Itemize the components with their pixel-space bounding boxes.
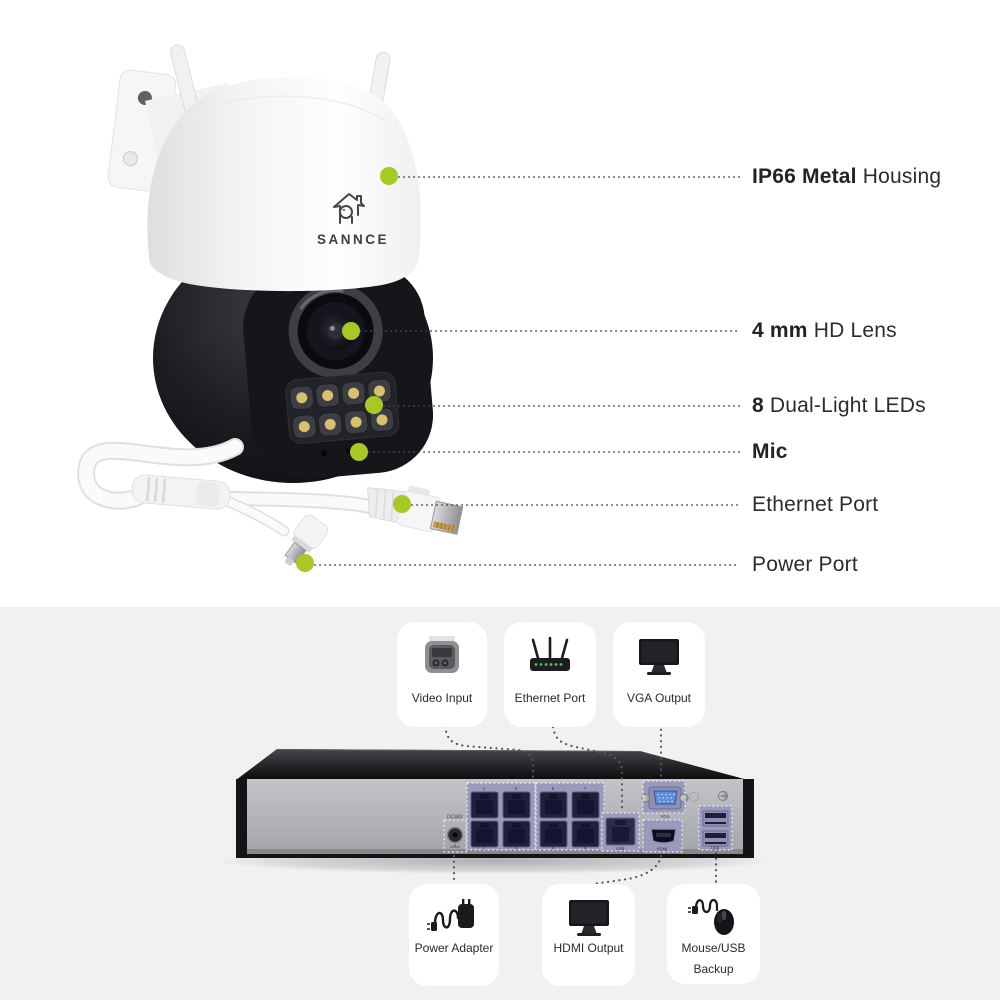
- power-connector: [284, 514, 329, 566]
- dot-ip66: [380, 167, 398, 185]
- leader-hdmi-output: [591, 854, 663, 886]
- poe-number: 2: [483, 846, 486, 851]
- poe-number: 7: [584, 786, 587, 791]
- vga-port: VGA: [641, 780, 689, 819]
- card-label-line1: Mouse/USB: [681, 941, 746, 955]
- dot-ethernet: [393, 495, 411, 513]
- callout-mic: Mic: [752, 439, 788, 465]
- dot-power: [296, 554, 314, 572]
- usb-ports: USB: [698, 805, 733, 851]
- lan-port: LAN: [601, 812, 640, 852]
- sannce-logo-icon: [333, 193, 365, 224]
- callout-ethernet-port: Ethernet Port: [752, 492, 878, 518]
- card-label: VGA Output: [626, 691, 692, 705]
- chassis-hole: [689, 792, 699, 802]
- poe-port-block-2: 5 7 6 8: [535, 782, 605, 851]
- power-adapter-icon: [409, 894, 499, 938]
- hdmi-port: HDMI: [642, 819, 683, 853]
- callout-hd-lens: 4 mm HD Lens: [752, 318, 897, 344]
- poe-number: 4: [515, 846, 518, 851]
- callout-bold: 4 mm: [752, 319, 808, 342]
- camera-head: [147, 77, 421, 292]
- callout-dots: [296, 167, 411, 572]
- poe-number: 6: [552, 846, 555, 851]
- callout-rest: HD Lens: [807, 319, 897, 342]
- bullet-camera-icon: [397, 632, 487, 682]
- card-video-input: Video Input: [397, 622, 487, 727]
- router-icon: [504, 632, 596, 682]
- poe-number: 8: [584, 846, 587, 851]
- poe-port-block-1: 1 3 2 4: [466, 782, 536, 851]
- leader-ethernet-port: [551, 725, 624, 814]
- camera-front-panel: [243, 263, 434, 479]
- card-label: Ethernet Port: [514, 691, 586, 705]
- mic-hole: [321, 450, 327, 456]
- ethernet-connector: [367, 485, 464, 535]
- card-label: Power Adapter: [414, 941, 494, 955]
- hdmi-port-label: HDMI: [657, 847, 668, 852]
- dot-mic: [350, 443, 368, 461]
- callout-rest: Dual-Light LEDs: [763, 394, 926, 417]
- nvr-top-face: [236, 749, 748, 780]
- card-hdmi-output: HDMI Output: [542, 884, 635, 986]
- card-power-adapter: Power Adapter: [409, 884, 499, 986]
- callout-bold: 8: [752, 394, 764, 417]
- card-mouse-usb-backup: Mouse/USB Backup: [667, 884, 760, 984]
- leader-video-input: [443, 724, 535, 783]
- callout-bold: Mic: [752, 440, 788, 463]
- lan-port-label: LAN: [616, 846, 625, 851]
- dc-port-label: DC48V: [447, 815, 464, 821]
- poe-number: 1: [483, 786, 486, 791]
- vga-port-label: VGA: [660, 814, 670, 819]
- card-label: HDMI Output: [553, 941, 624, 955]
- callout-bold: IP66 Metal: [752, 165, 857, 188]
- callout-rest: Ethernet Port: [752, 493, 879, 516]
- sannce-logo-text: SANNCE: [317, 232, 389, 247]
- dot-leds: [365, 396, 383, 414]
- card-label: Video Input: [411, 691, 473, 705]
- usb-port-label: USB: [711, 846, 720, 851]
- callout-ip66-metal-housing: IP66 Metal Housing: [752, 164, 941, 190]
- dot-lens: [342, 322, 360, 340]
- card-ethernet-port: Ethernet Port: [504, 622, 596, 727]
- card-vga-output: VGA Output: [613, 622, 705, 727]
- dc-power-jack: DC48V: [443, 815, 467, 853]
- poe-number: 3: [515, 786, 518, 791]
- callout-dual-light-leds: 8 Dual-Light LEDs: [752, 393, 926, 419]
- callout-rest: Housing: [856, 165, 942, 188]
- mouse-icon: [667, 894, 760, 940]
- card-label-line2: Backup: [693, 962, 734, 976]
- card-label: Mouse/USB Backup: [653, 938, 774, 980]
- monitor-icon: [613, 632, 705, 682]
- nvr-illustration: DC48V 1 3 2 4: [217, 749, 773, 874]
- callout-rest: Power Port: [752, 553, 858, 576]
- callout-leader-lines: [314, 176, 741, 566]
- camera-illustration: SANNCE: [77, 44, 464, 566]
- callout-power-port: Power Port: [752, 552, 858, 578]
- poe-number: 5: [552, 786, 555, 791]
- monitor-icon: [542, 894, 635, 942]
- connector-dotted-lines: [443, 722, 718, 886]
